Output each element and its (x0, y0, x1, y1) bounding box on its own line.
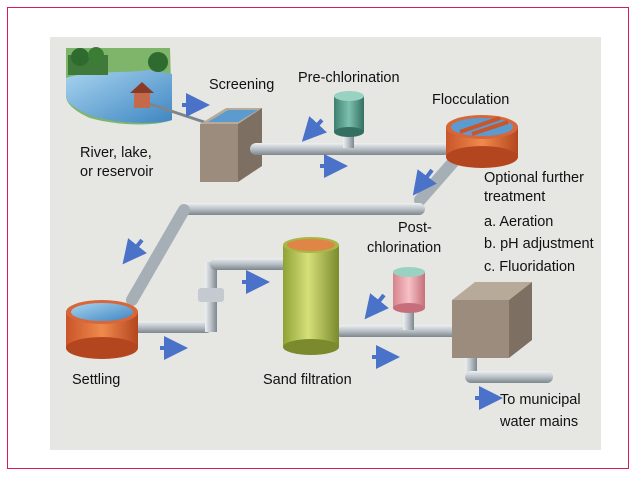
label-post-1: Post- (398, 220, 432, 236)
flow-arrows (122, 93, 503, 410)
label-optional-a: a. Aeration (484, 214, 553, 230)
arrow-to-settling (122, 238, 147, 265)
label-post-2: chlorination (367, 240, 441, 256)
label-optional-b: b. pH adjustment (484, 236, 594, 252)
label-source-1: River, lake, (80, 145, 152, 161)
label-prechlorination: Pre-chlorination (298, 70, 400, 86)
label-settling: Settling (72, 372, 120, 388)
label-optional-c: c. Fluoridation (484, 259, 575, 275)
label-flocculation: Flocculation (432, 92, 509, 108)
label-source-2: or reservoir (80, 164, 153, 180)
arrow-postchlorination (364, 293, 389, 320)
postchlorination-tank (393, 267, 425, 313)
intake-pipe (149, 102, 211, 126)
arrow-flocculation-down (412, 168, 437, 196)
slide-frame (7, 7, 629, 469)
label-optional-title-1: Optional further (484, 170, 584, 186)
settling-basin (66, 300, 138, 359)
label-mains-1: To municipal (500, 392, 581, 408)
screening-basin (200, 108, 262, 182)
arrow-prechlorination (301, 116, 327, 142)
label-screening: Screening (209, 77, 274, 93)
storage-reservoir (452, 282, 532, 358)
label-mains-2: water mains (499, 414, 578, 430)
flocculation-basin (446, 115, 518, 168)
prechlorination-tank (334, 91, 364, 137)
label-optional-title-2: treatment (484, 189, 545, 205)
labels: River, lake, or reservoir Screening Pre-… (72, 70, 594, 430)
source-reservoir (66, 47, 172, 125)
label-sand-filtration: Sand filtration (263, 372, 352, 388)
sand-filtration-tank (283, 237, 339, 355)
